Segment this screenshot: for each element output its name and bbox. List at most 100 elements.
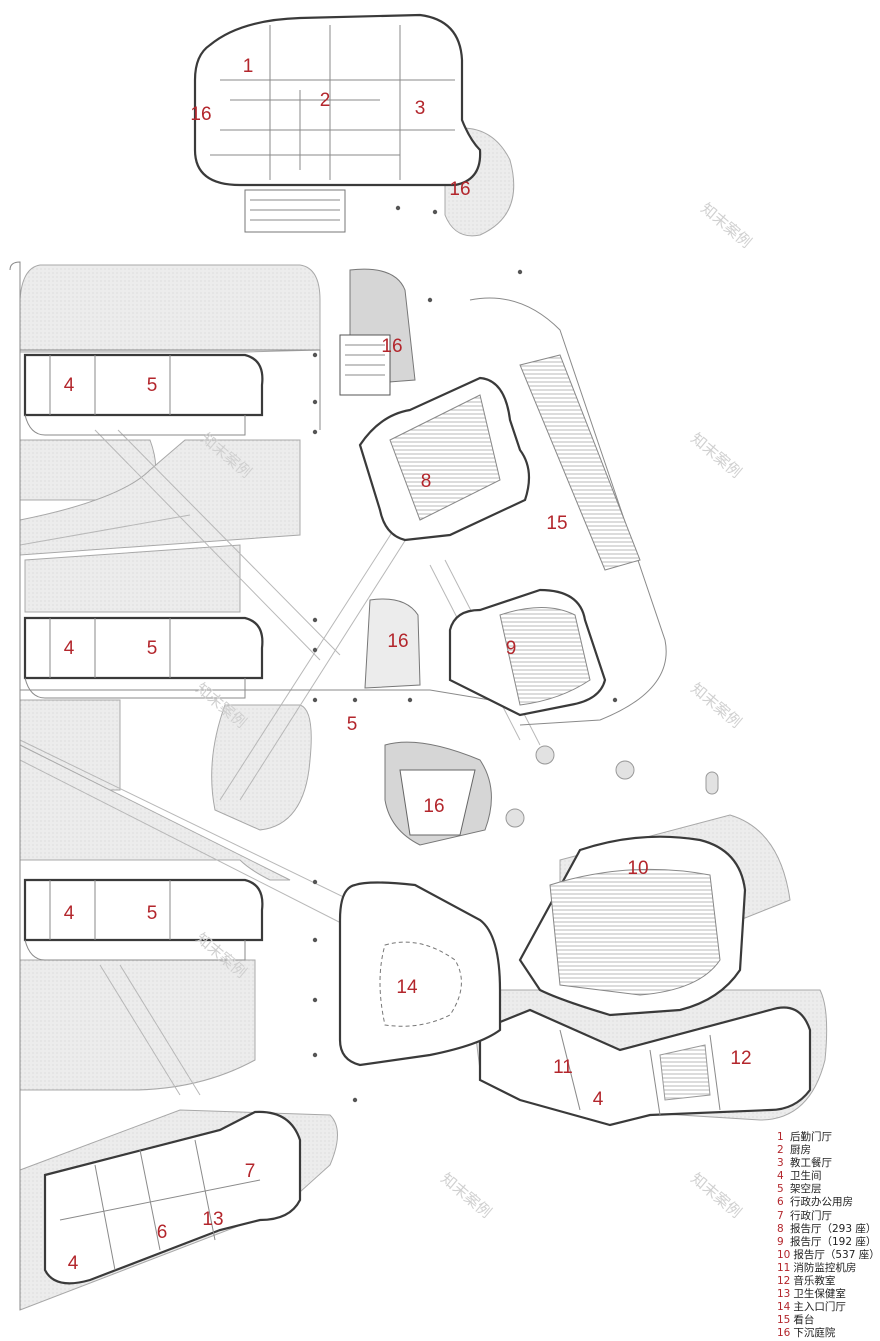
legend-number: 8 — [777, 1222, 784, 1235]
main-entrance-hall — [338, 881, 502, 1067]
legend-text: 厨房 — [790, 1144, 811, 1157]
room-label: 15 — [546, 513, 567, 534]
room-label: 16 — [387, 631, 408, 652]
room-label: 13 — [202, 1209, 223, 1230]
legend-text: 行政办公用房 — [790, 1196, 853, 1209]
legend-number: 2 — [777, 1144, 784, 1157]
legend-item: 3 教工餐厅 — [777, 1157, 877, 1170]
room-label: 4 — [64, 638, 75, 659]
room-label: 16 — [449, 179, 470, 200]
room-label: 1 — [243, 56, 254, 77]
auditorium-192 — [448, 588, 607, 717]
west-wing-3 — [23, 878, 264, 961]
legend-item: 4 卫生间 — [777, 1170, 877, 1183]
legend-number: 6 — [777, 1196, 784, 1209]
room-label: 16 — [190, 104, 211, 125]
legend-number: 13 — [777, 1288, 791, 1301]
room-label: 5 — [147, 375, 158, 396]
legend-item: 1 后勤门厅 — [777, 1131, 877, 1144]
landscape-zones — [19, 127, 828, 1311]
room-label: 4 — [64, 375, 75, 396]
legend-text: 下沉庭院 — [793, 1327, 836, 1340]
room-label: 12 — [730, 1048, 751, 1069]
legend-number: 5 — [777, 1183, 784, 1196]
room-label: 6 — [157, 1222, 168, 1243]
legend-item: 2 厨房 — [777, 1144, 877, 1157]
room-labels: 1 2 3 16 16 4 5 16 8 15 4 5 16 9 5 16 10… — [64, 56, 752, 1274]
legend-number: 1 — [777, 1131, 784, 1143]
room-label: 10 — [627, 858, 648, 879]
west-wing-1 — [23, 353, 264, 436]
legend-text: 报告厅（293 座） — [790, 1222, 877, 1235]
legend-number: 12 — [777, 1275, 791, 1288]
watermark: 知末案例 — [687, 1169, 745, 1221]
legend-item: 9 报告厅（192 座） — [777, 1236, 877, 1249]
legend-number: 4 — [777, 1170, 784, 1183]
room-label: 14 — [396, 977, 418, 998]
bleachers — [519, 354, 641, 571]
legend-text: 后勤门厅 — [790, 1131, 832, 1143]
legend-text: 架空层 — [790, 1183, 822, 1196]
legend-number: 7 — [777, 1209, 784, 1222]
trees — [505, 745, 719, 828]
room-label: 16 — [423, 796, 444, 817]
kitchen-block — [193, 13, 482, 233]
legend-item: 6 行政办公用房 — [777, 1196, 877, 1209]
legend-number: 16 — [777, 1327, 791, 1340]
legend-number: 15 — [777, 1314, 791, 1327]
legend-text: 消防监控机房 — [793, 1261, 857, 1274]
legend-item: 8 报告厅（293 座） — [777, 1223, 877, 1236]
room-label: 11 — [553, 1057, 573, 1078]
legend-number: 10 — [777, 1248, 791, 1261]
watermark: 知末案例 — [697, 199, 755, 251]
legend-text: 教工餐厅 — [790, 1157, 832, 1170]
legend-item: 5 架空层 — [777, 1183, 877, 1196]
legend-text: 报告厅（537 座） — [793, 1248, 880, 1261]
room-label: 8 — [421, 471, 432, 492]
legend-number: 11 — [777, 1261, 791, 1274]
room-label: 7 — [245, 1161, 256, 1182]
watermark: 知末案例 — [687, 429, 745, 481]
legend-text: 行政门厅 — [790, 1209, 832, 1222]
legend-text: 主入口门厅 — [793, 1301, 846, 1314]
legend-text: 卫生间 — [790, 1170, 822, 1183]
legend-number: 14 — [777, 1301, 791, 1314]
watermark: 知末案例 — [687, 679, 745, 731]
admin-building — [43, 1110, 302, 1285]
legend: 1 后勤门厅 2 厨房 3 教工餐厅 4 卫生间 5 架空层 6 行政办公用房 7 行政门厅 8 报告厅（29… — [777, 1131, 880, 1341]
legend-number: 3 — [777, 1157, 784, 1170]
room-label: 4 — [64, 903, 75, 924]
auditorium-293 — [358, 376, 531, 542]
room-label: 5 — [347, 714, 358, 735]
legend-text: 看台 — [793, 1314, 815, 1327]
room-label: 3 — [415, 98, 426, 119]
structural-columns — [312, 205, 618, 1103]
east-wing — [478, 1006, 812, 1127]
room-label: 4 — [68, 1253, 79, 1274]
legend-text: 卫生保健室 — [793, 1288, 846, 1301]
room-label: 16 — [381, 336, 402, 357]
west-wing-2 — [23, 616, 264, 699]
room-label: 4 — [593, 1089, 604, 1110]
room-label: 5 — [147, 903, 158, 924]
legend-item: 7 行政门厅 — [777, 1210, 877, 1223]
auditorium-537 — [518, 835, 747, 1017]
watermark: 知末案例 — [437, 1169, 495, 1221]
room-label: 5 — [147, 638, 158, 659]
legend-number: 9 — [777, 1235, 784, 1248]
room-label: 2 — [320, 90, 331, 111]
legend-text: 报告厅（192 座） — [790, 1235, 877, 1248]
room-label: 9 — [506, 638, 517, 659]
circulation-paths — [19, 429, 541, 1096]
legend-text: 音乐教室 — [793, 1275, 836, 1288]
sunken-courtyards — [339, 268, 492, 846]
